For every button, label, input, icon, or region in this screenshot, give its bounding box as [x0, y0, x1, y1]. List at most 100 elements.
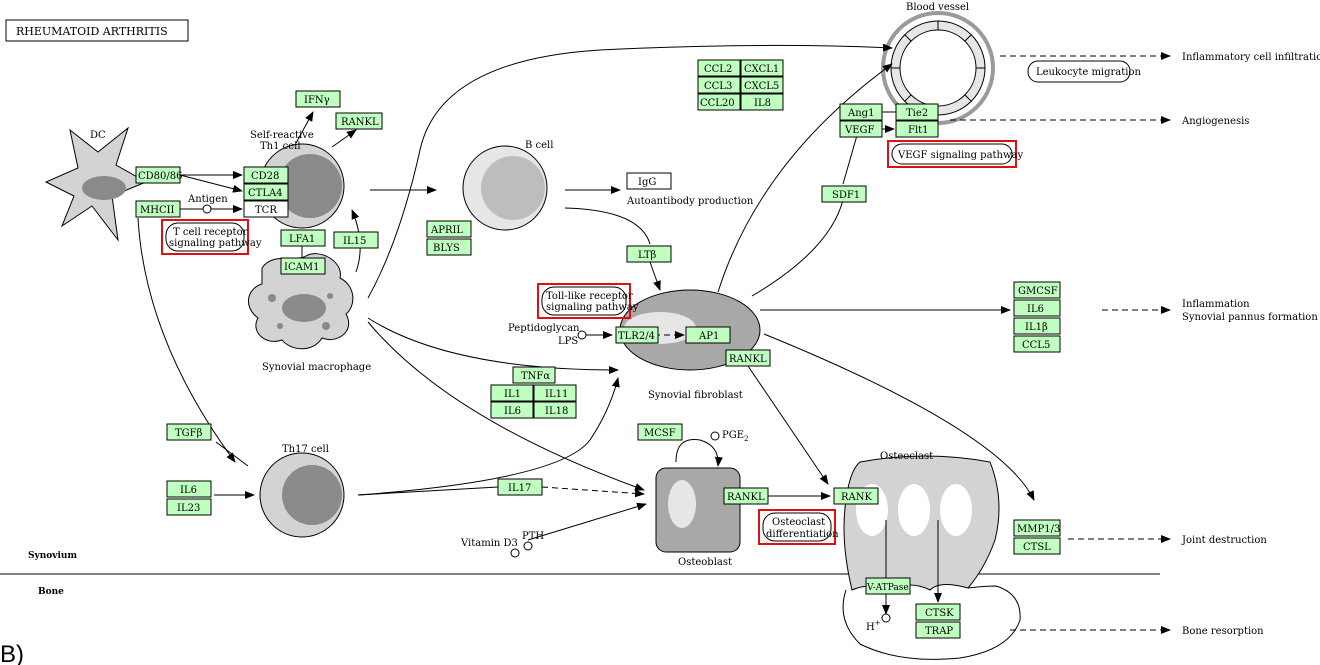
gene-il1[interactable]: IL1 [491, 385, 533, 401]
svg-text:T cell receptor: T cell receptor [173, 227, 248, 238]
gene-april[interactable]: APRIL [427, 221, 471, 237]
svg-text:CD28: CD28 [251, 171, 279, 182]
osteoclast-label: Osteoclast [880, 451, 933, 462]
gene-mhcii[interactable]: MHCII [136, 201, 180, 217]
outcome-angiogenesis: Angiogenesis [1181, 116, 1249, 127]
svg-text:AP1: AP1 [698, 331, 719, 342]
gene-mmp13[interactable]: MMP1/3 [1014, 520, 1060, 536]
svg-text:CXCL1: CXCL1 [744, 64, 779, 75]
svg-text:IL17: IL17 [508, 483, 531, 494]
svg-text:VEGF signaling pathway: VEGF signaling pathway [897, 150, 1024, 161]
gene-ctsl[interactable]: CTSL [1014, 538, 1060, 554]
svg-text:signaling pathway: signaling pathway [169, 238, 262, 249]
gene-ccl3[interactable]: CCL3 [698, 77, 740, 93]
outcome-infiltration: Inflammatory cell infiltration [1182, 52, 1320, 63]
svg-text:IL15: IL15 [343, 236, 366, 247]
gene-ltb[interactable]: LTβ [627, 246, 671, 262]
svg-text:Ang1: Ang1 [847, 108, 874, 119]
antigen-compound [203, 205, 211, 213]
gene-mcsf[interactable]: MCSF [638, 424, 682, 440]
gene-cd8086[interactable]: CD80/86 [136, 167, 183, 183]
gene-flt1[interactable]: Flt1 [896, 121, 938, 137]
gene-ccl5-right[interactable]: CCL5 [1014, 336, 1060, 352]
gene-il6-middle[interactable]: IL6 [491, 402, 533, 418]
tcr-pathway-link[interactable]: T cell receptor signaling pathway [162, 220, 262, 254]
gene-il6-right[interactable]: IL6 [1014, 300, 1060, 316]
gene-rankl-fibroblast[interactable]: RANKL [726, 350, 770, 366]
gene-ifng[interactable]: IFNγ [296, 91, 340, 107]
svg-text:Osteoclast: Osteoclast [772, 517, 825, 528]
gene-rank[interactable]: RANK [834, 488, 878, 504]
gene-lfa1[interactable]: LFA1 [281, 230, 325, 246]
gene-cxcl1[interactable]: CXCL1 [741, 60, 783, 76]
gene-gmcsf[interactable]: GMCSF [1014, 282, 1060, 298]
osteoclast-differentiation-link[interactable]: Osteoclast differentiation [759, 510, 839, 544]
svg-text:SDF1: SDF1 [832, 190, 860, 201]
svg-text:signaling pathway: signaling pathway [546, 302, 639, 313]
b-cell [463, 146, 547, 230]
blood-vessel-label: Blood vessel [906, 2, 969, 13]
gene-il11[interactable]: IL11 [534, 385, 576, 401]
gene-tnfa[interactable]: TNFα [513, 367, 555, 383]
gene-il1b-right[interactable]: IL1β [1014, 318, 1060, 334]
svg-text:IL1β: IL1β [1025, 322, 1048, 333]
region-synovium: Synovium [28, 551, 77, 561]
gene-sdf1[interactable]: SDF1 [822, 186, 866, 202]
svg-text:LTβ: LTβ [638, 250, 656, 261]
gene-tgfb[interactable]: TGFβ [167, 424, 211, 440]
gene-il23[interactable]: IL23 [167, 499, 211, 515]
gene-blys[interactable]: BLYS [427, 239, 471, 255]
gene-rankl-th1[interactable]: RANKL [336, 113, 382, 129]
svg-text:CCL5: CCL5 [1022, 340, 1050, 351]
svg-text:CTSK: CTSK [925, 608, 954, 619]
tcr-box[interactable]: TCR [244, 201, 288, 217]
gene-vatpase[interactable]: V-ATPase [866, 578, 910, 594]
gene-icam1[interactable]: ICAM1 [281, 258, 325, 274]
svg-text:IL23: IL23 [177, 503, 200, 514]
outcome-resorption: Bone resorption [1182, 626, 1264, 637]
gene-tlr24[interactable]: TLR2/4 [616, 327, 658, 343]
leukocyte-migration-node[interactable]: Leukocyte migration [1028, 61, 1142, 82]
pge2-label: PGE2 [722, 430, 749, 443]
tlr-pathway-link[interactable]: Toll-like receptor signaling pathway [538, 284, 639, 318]
th1-label-line2: Th1 cell [260, 141, 301, 152]
osteoclast [844, 456, 999, 590]
svg-text:IL6: IL6 [1027, 304, 1044, 315]
outcome-pannus: Synovial pannus formation [1182, 312, 1318, 323]
vegf-pathway-link[interactable]: VEGF signaling pathway [888, 141, 1024, 167]
igg-box[interactable]: IgG [627, 173, 671, 189]
gene-ccl20[interactable]: CCL20 [698, 94, 740, 110]
gene-trap[interactable]: TRAP [916, 622, 960, 638]
svg-text:Flt1: Flt1 [908, 125, 929, 136]
gene-il18[interactable]: IL18 [534, 402, 576, 418]
gene-ccl2[interactable]: CCL2 [698, 60, 740, 76]
lps-label: LPS [558, 336, 578, 347]
svg-text:Tie2: Tie2 [906, 108, 928, 119]
svg-text:VEGF: VEGF [844, 125, 875, 136]
gene-il6-th17[interactable]: IL6 [167, 481, 211, 497]
gene-il15[interactable]: IL15 [334, 232, 378, 248]
gene-ang1[interactable]: Ang1 [840, 104, 882, 120]
svg-text:differentiation: differentiation [766, 529, 839, 540]
gene-ctsk[interactable]: CTSK [916, 604, 960, 620]
svg-text:TLR2/4: TLR2/4 [618, 331, 655, 342]
th17-label: Th17 cell [282, 444, 329, 455]
gene-ap1[interactable]: AP1 [686, 327, 730, 343]
gene-ctla4[interactable]: CTLA4 [244, 184, 288, 200]
pge2-compound [711, 432, 719, 440]
osteoblast [656, 468, 740, 552]
svg-text:GMCSF: GMCSF [1018, 286, 1058, 297]
svg-text:ICAM1: ICAM1 [284, 262, 319, 273]
gene-rankl-osteoblast[interactable]: RANKL [724, 488, 768, 504]
gene-tie2[interactable]: Tie2 [896, 104, 938, 120]
svg-text:RANKL: RANKL [729, 354, 767, 365]
svg-text:TNFα: TNFα [521, 371, 550, 382]
dc-label: DC [90, 130, 106, 141]
svg-text:TRAP: TRAP [925, 626, 953, 637]
gene-cxcl5[interactable]: CXCL5 [741, 77, 783, 93]
gene-il17[interactable]: IL17 [498, 479, 542, 495]
gene-vegf[interactable]: VEGF [840, 121, 882, 137]
gene-cd28[interactable]: CD28 [244, 167, 288, 183]
gene-il8[interactable]: IL8 [741, 94, 783, 110]
